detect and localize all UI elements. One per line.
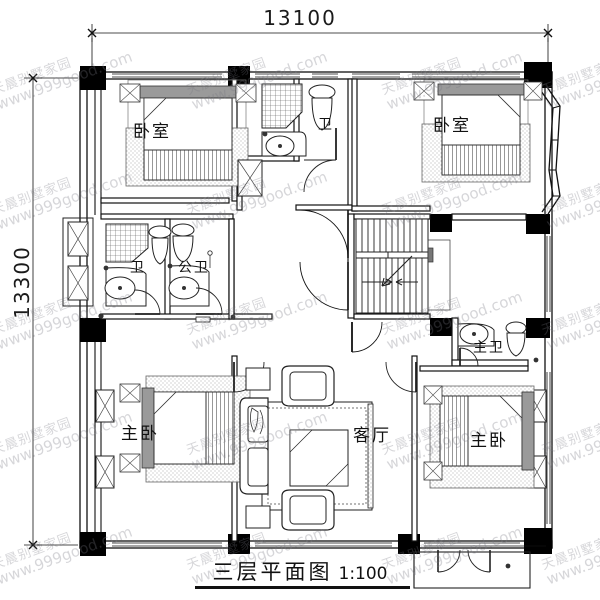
room-label-bedroom_top_left: 卧室 bbox=[133, 122, 171, 142]
dimension-lines bbox=[24, 24, 553, 550]
master-bed-left-furniture bbox=[119, 361, 265, 483]
structural-columns bbox=[80, 62, 552, 556]
title-underline bbox=[195, 586, 410, 589]
room-label-living_room: 客厅 bbox=[353, 426, 391, 446]
room-label-master_bath_right: 主卫 bbox=[473, 340, 505, 356]
drawing-title-text: 三层平面图 bbox=[212, 560, 333, 584]
dimension-top-label: 13100 bbox=[263, 6, 337, 30]
room-label-master_bed_left: 主卧 bbox=[121, 424, 159, 444]
living-room-furniture bbox=[239, 365, 374, 531]
balcony-bottom-right bbox=[413, 549, 531, 589]
bedroom-top-right-furniture bbox=[413, 79, 543, 183]
bathroom-top-fixtures bbox=[237, 83, 337, 197]
misc-fittings bbox=[98, 247, 434, 323]
master-bed-right-furniture bbox=[385, 361, 535, 489]
bathroom-mid-left-fixtures bbox=[103, 223, 172, 315]
bedroom-top-left-furniture bbox=[119, 79, 257, 187]
room-label-bathroom_mid_left: 卫 bbox=[130, 260, 146, 276]
windows bbox=[112, 73, 551, 547]
room-label-bathroom_top_mid: 卫 bbox=[318, 117, 334, 133]
interior-walls bbox=[100, 78, 529, 542]
bay-window-corner bbox=[538, 83, 561, 215]
room-label-bedroom_top_right: 卧室 bbox=[433, 116, 471, 136]
drawing-scale-text: 1:100 bbox=[338, 564, 388, 584]
staircase bbox=[355, 218, 451, 314]
dimension-left-label: 13300 bbox=[10, 245, 34, 319]
left-veranda bbox=[94, 79, 102, 541]
room-label-master_bed_right: 主卧 bbox=[470, 431, 508, 451]
room-label-public_bathroom: 公卫 bbox=[178, 260, 210, 276]
public-bathroom-fixtures bbox=[167, 223, 223, 315]
master-bath-right-fixtures bbox=[457, 321, 539, 367]
door-swings bbox=[299, 209, 383, 353]
